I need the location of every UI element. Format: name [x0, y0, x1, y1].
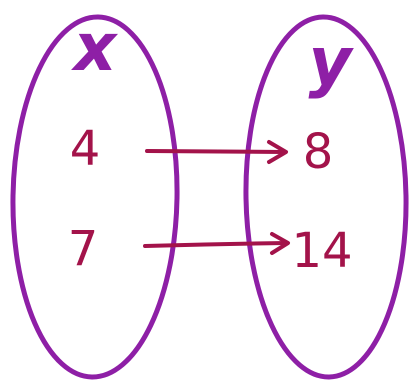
mapping-arrow [143, 232, 290, 255]
range-element: 8 [303, 124, 334, 180]
range-set-label: y [308, 23, 354, 100]
domain-element: 4 [70, 121, 101, 177]
domain-set-label: x [71, 9, 119, 86]
range-element: 14 [291, 223, 352, 279]
domain-element: 7 [68, 221, 99, 277]
mapping-arrow [145, 140, 288, 164]
range-oval [243, 14, 409, 380]
domain-oval [10, 14, 180, 380]
